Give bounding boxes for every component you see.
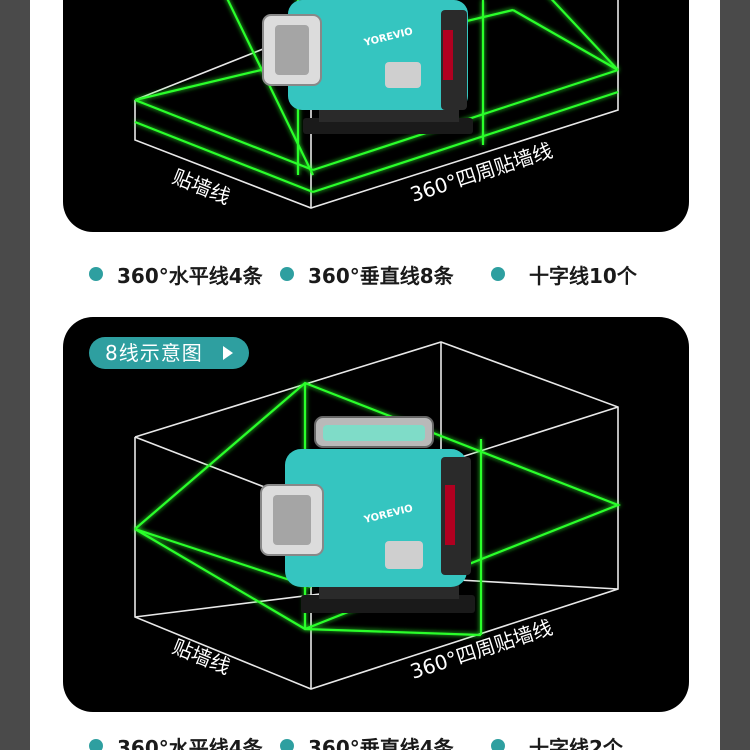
legend-bottom: 360°水平线4条 360°垂直线4条 十字线2个 [30,728,720,750]
bullet-dot-icon [89,267,103,281]
diagram-panel-8-line: YOREVIO 贴墙线 360°四周贴墙线 8线示意图 [63,317,689,712]
legend-item: 360°水平线4条 [89,728,263,750]
wall-line-label: 贴墙线 [169,164,234,209]
bullet-dot-icon [89,739,103,750]
legend-item: 360°垂直线8条 [280,256,454,292]
legend-item: 十字线10个 [491,256,637,292]
legend-item: 360°垂直线4条 [280,728,454,750]
legend-item: 360°水平线4条 [89,256,263,292]
bullet-dot-icon [280,739,294,750]
diagram-panel-12-line: YOREVIO 贴墙线 360°四周贴墙线 [63,0,689,232]
diagram-title-badge: 8线示意图 [89,337,249,369]
floor-line-label: 360°四周贴墙线 [407,138,555,207]
laser-level-device: YOREVIO [260,416,475,613]
bullet-dot-icon [280,267,294,281]
bullet-dot-icon [491,739,505,750]
product-page: YOREVIO 贴墙线 360°四周贴墙线 360°水平线4条 360°垂直线8… [30,0,720,750]
bullet-dot-icon [491,267,505,281]
wall-line-label: 贴墙线 [169,634,234,679]
laser-diagram-8-line: YOREVIO 贴墙线 360°四周贴墙线 [134,341,622,690]
legend-item: 十字线2个 [491,728,623,750]
laser-level-device: YOREVIO [262,0,473,134]
legend-top: 360°水平线4条 360°垂直线8条 十字线10个 [30,256,720,292]
play-arrow-icon [222,346,233,360]
laser-diagram-12-line: YOREVIO 贴墙线 360°四周贴墙线 [134,0,619,209]
